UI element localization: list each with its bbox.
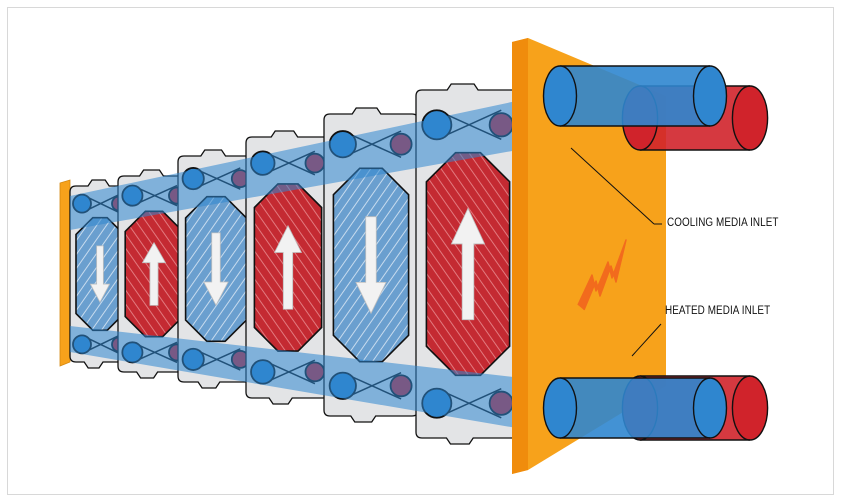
cooling-inlet-leader-line: [570, 147, 655, 225]
heated-media-inlet-label: HEATED MEDIA INLET: [665, 305, 771, 317]
flow-arrow-down-icon: [89, 245, 111, 304]
heat-zigzag-icon: [577, 239, 627, 311]
cooling-inlet-pipe: [542, 65, 728, 127]
flow-arrow-down-icon: [355, 216, 387, 315]
plate-3: [177, 149, 255, 389]
diagram-frame: [7, 7, 834, 495]
flow-arrow-up-icon: [450, 207, 486, 321]
heated-inlet-leader-line: [631, 323, 662, 357]
plate-5: [323, 107, 419, 423]
flow-arrow-up-icon: [141, 241, 167, 306]
flow-arrow-up-icon: [273, 224, 303, 310]
front-frame-plate: [512, 38, 666, 474]
cold-channel-bottom: [70, 326, 540, 432]
cold-outlet-pipe-bottom: [542, 377, 728, 439]
back-frame-plate: [59, 179, 71, 367]
cooling-media-inlet-label: COOLING MEDIA INLET: [667, 217, 779, 229]
cold-channel-top: [70, 96, 540, 230]
flow-arrow-down-icon: [203, 232, 229, 307]
